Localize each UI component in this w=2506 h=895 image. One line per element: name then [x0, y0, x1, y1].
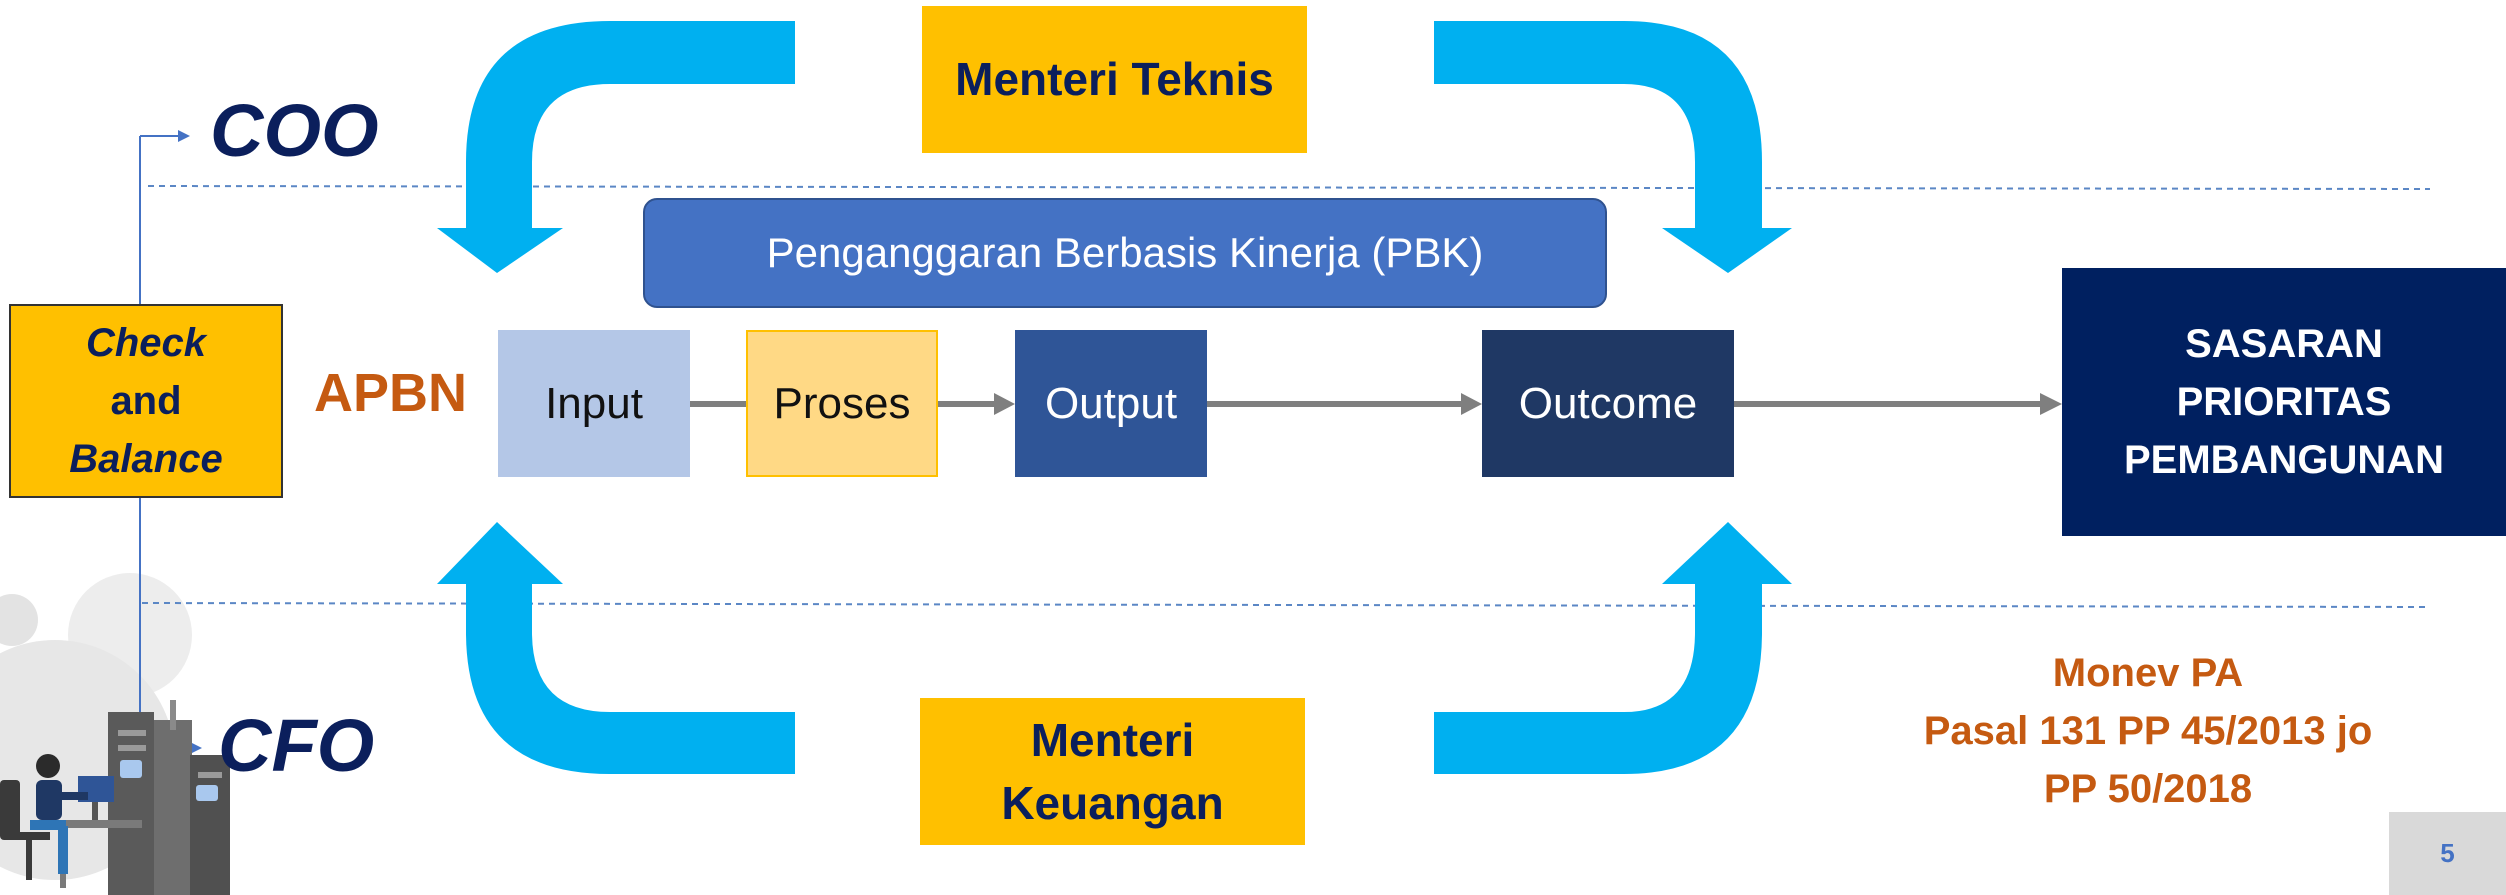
stage-outcome: Outcome — [1482, 330, 1734, 477]
curved-arrow-bottom-right — [1434, 522, 1792, 774]
stage-proses-label: Proses — [773, 378, 911, 428]
arrowhead-cfo — [190, 742, 202, 754]
check-line2: and — [110, 379, 182, 423]
stage-input: Input — [498, 330, 690, 477]
slide-number: 5 — [2389, 812, 2506, 895]
curved-arrow-top-left — [437, 21, 795, 273]
stage-input-label: Input — [545, 378, 643, 428]
pbk-label: Penganggaran Berbasis Kinerja (PBK) — [766, 229, 1484, 276]
menteri-teknis-label: Menteri Teknis — [955, 53, 1274, 106]
arrowhead-coo — [178, 130, 190, 142]
arrowhead-outcome — [1461, 393, 1482, 415]
sasaran-line3: PEMBANGUNAN — [2124, 438, 2444, 482]
stage-proses: Proses — [746, 330, 938, 477]
menteri-keuangan-line2: Keuangan — [1001, 776, 1224, 829]
pbk-box: Penganggaran Berbasis Kinerja (PBK) — [643, 198, 1607, 308]
sasaran-prioritas-box: SASARAN PRIORITAS PEMBANGUNAN — [2062, 268, 2506, 536]
monev-line2: Pasal 131 PP 45/2013 jo — [1923, 709, 2373, 753]
arrowhead-output — [994, 393, 1015, 415]
monev-pa-text: Monev PA Pasal 131 PP 45/2013 jo PP 50/2… — [1918, 644, 2378, 818]
coo-label: COO — [210, 89, 379, 172]
stage-outcome-label: Outcome — [1518, 378, 1698, 428]
check-line1: Check — [85, 321, 207, 365]
menteri-keuangan-box: Menteri Keuangan — [920, 698, 1305, 845]
arrowhead-target — [2040, 393, 2062, 415]
sasaran-line1: SASARAN — [2185, 322, 2383, 366]
monev-line3: PP 50/2018 — [2043, 767, 2253, 811]
menteri-teknis-box: Menteri Teknis — [922, 6, 1307, 153]
stage-output-label: Output — [1044, 378, 1178, 428]
dashed-line-bottom — [141, 602, 2429, 608]
check-and-balance-box: Check and Balance — [9, 304, 283, 498]
menteri-keuangan-line1: Menteri — [1030, 714, 1195, 767]
sasaran-line2: PRIORITAS — [2176, 380, 2392, 424]
curved-arrow-top-right — [1434, 21, 1792, 273]
stage-output: Output — [1015, 330, 1207, 477]
server-illustration — [0, 700, 230, 895]
monev-line1: Monev PA — [2052, 651, 2244, 695]
slide-number-label: 5 — [2440, 838, 2455, 868]
cfo-label: CFO — [218, 704, 375, 787]
apbn-label: APBN — [314, 363, 468, 423]
curved-arrow-bottom-left — [437, 522, 795, 774]
check-line3: Balance — [69, 437, 223, 481]
